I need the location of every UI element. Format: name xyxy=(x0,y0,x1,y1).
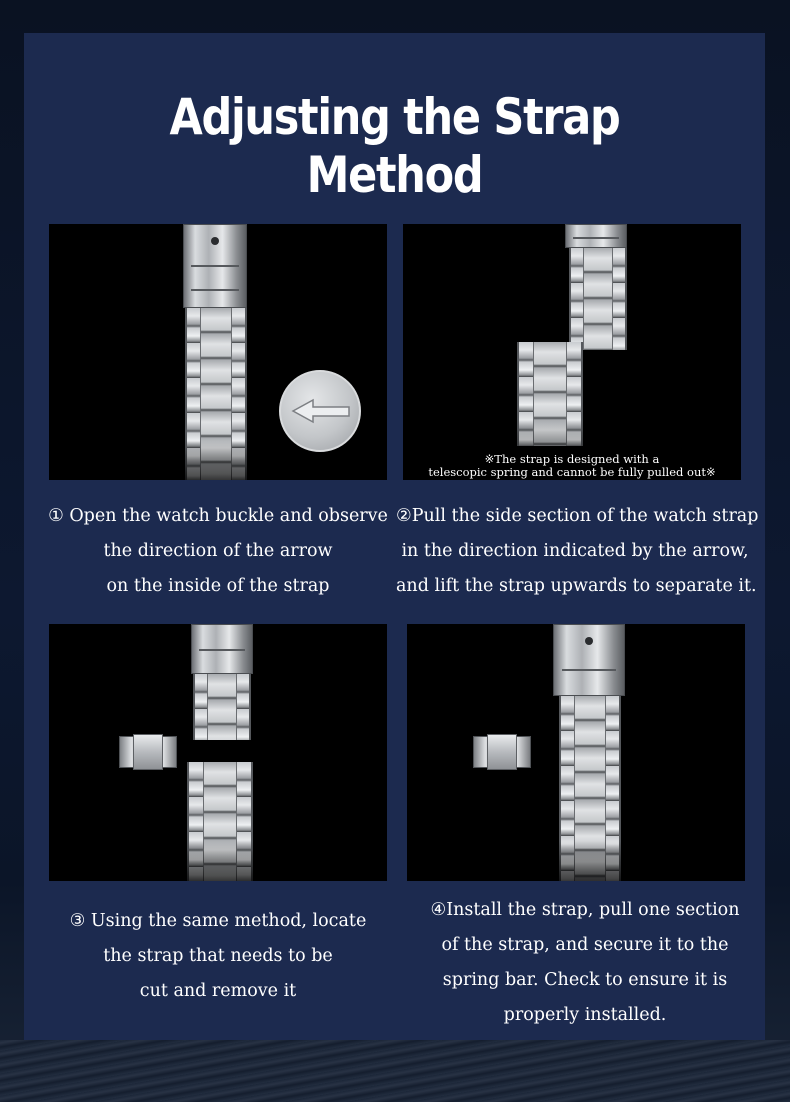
spare-link xyxy=(473,734,531,770)
spring-note: ※The strap is designed with a telescopic… xyxy=(403,453,741,479)
caption-line: ③ Using the same method, locate xyxy=(69,911,367,931)
strap-links-upper xyxy=(193,674,251,740)
caption-line: of the strap, and secure it to the xyxy=(441,935,729,955)
watch-buckle xyxy=(565,224,627,248)
caption-line: ②Pull the side section of the watch stra… xyxy=(396,506,759,526)
watch-buckle xyxy=(191,624,253,674)
removed-link xyxy=(119,734,177,770)
step-1-photo xyxy=(49,224,387,480)
caption-line: ① Open the watch buckle and observe xyxy=(48,506,388,526)
caption-line: cut and remove it xyxy=(139,981,297,1001)
step-4-caption: ④Install the strap, pull one section of … xyxy=(406,893,764,1033)
page-title: Adjusting the Strap Method xyxy=(169,88,621,204)
watch-buckle xyxy=(183,224,247,308)
caption-line: ④Install the strap, pull one section xyxy=(430,900,740,920)
caption-line: the direction of the arrow xyxy=(103,541,333,561)
caption-line: on the inside of the strap xyxy=(106,576,330,596)
step-3-caption: ③ Using the same method, locate the stra… xyxy=(38,904,398,1009)
step-1-caption: ① Open the watch buckle and observe the … xyxy=(38,499,398,604)
caption-line: the strap that needs to be xyxy=(103,946,333,966)
step-4-photo xyxy=(407,624,745,881)
note-line: ※The strap is designed with a xyxy=(484,452,660,466)
watch-buckle xyxy=(553,624,625,696)
caption-line: properly installed. xyxy=(503,1005,667,1025)
step-2-caption: ②Pull the side section of the watch stra… xyxy=(396,499,759,604)
caption-line: in the direction indicated by the arrow, xyxy=(401,541,749,561)
strap-links-upper xyxy=(569,248,627,350)
step-3-photo xyxy=(49,624,387,881)
step-2-photo: ※The strap is designed with a telescopic… xyxy=(403,224,741,480)
arrow-left-icon xyxy=(291,398,350,424)
magnified-arrow xyxy=(279,370,361,452)
note-line: telescopic spring and cannot be fully pu… xyxy=(428,465,716,479)
caption-line: and lift the strap upwards to separate i… xyxy=(396,576,757,596)
caption-line: spring bar. Check to ensure it is xyxy=(442,970,728,990)
sea-texture xyxy=(0,1040,790,1102)
